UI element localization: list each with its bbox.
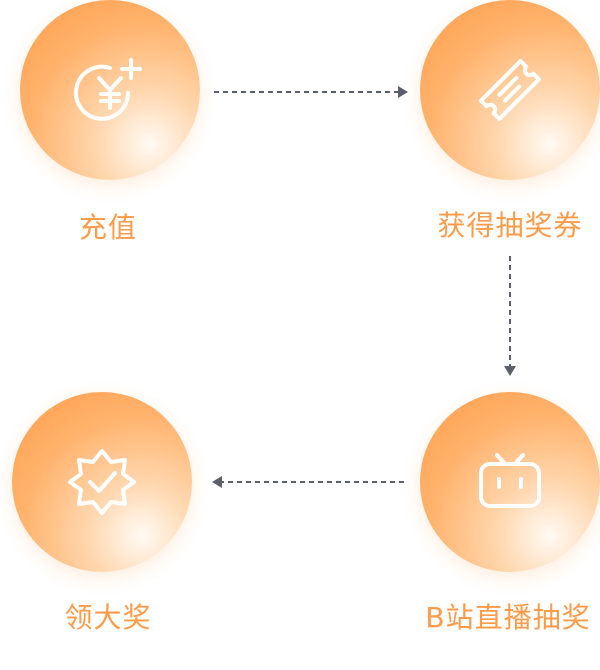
step-label-get-ticket: 获得抽奖券	[437, 209, 583, 242]
step-disc	[420, 392, 600, 572]
step-claim-prize	[12, 392, 192, 572]
step-recharge	[20, 0, 200, 180]
bilibili-tv-icon	[479, 453, 541, 508]
step-label-live-draw: B站直播抽奖	[425, 601, 591, 634]
step-label-claim-prize: 领大奖	[64, 601, 152, 634]
step-get-ticket	[420, 0, 600, 180]
step-disc	[20, 0, 200, 180]
step-label-recharge: 充值	[78, 211, 137, 244]
yen-plus-icon	[74, 58, 142, 121]
ticket-icon	[479, 59, 541, 121]
step-disc	[12, 392, 192, 572]
badge-check-icon	[68, 449, 136, 515]
step-disc	[420, 0, 600, 180]
step-live-draw	[420, 392, 600, 572]
